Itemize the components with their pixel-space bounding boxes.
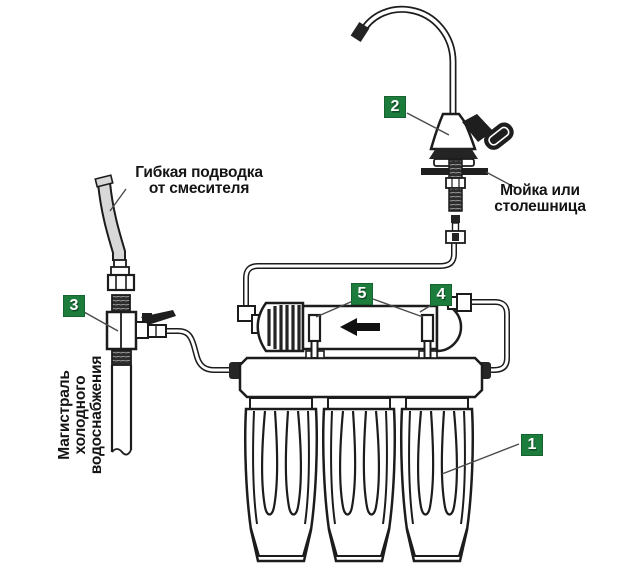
badge-3-tee-adapter: 3 bbox=[63, 295, 85, 317]
tee-top-thread bbox=[111, 294, 131, 313]
drinking-water-faucet bbox=[350, 5, 514, 244]
tubing-manifold-to-postfilter bbox=[468, 299, 510, 373]
filter-manifold bbox=[229, 350, 491, 399]
flexible-hose bbox=[94, 174, 126, 261]
spout-tip bbox=[350, 22, 370, 42]
badge-4-postfilter: 4 bbox=[430, 284, 452, 306]
badge-5-clips: 5 bbox=[351, 283, 373, 305]
badge-1-cartridges: 1 bbox=[521, 434, 543, 456]
pointer-badge2-to-faucet bbox=[406, 112, 450, 136]
pointer-badge5-to-left-clip bbox=[315, 300, 354, 318]
cartridge-1 bbox=[243, 397, 319, 563]
badge-2-faucet: 2 bbox=[384, 96, 406, 118]
label-cold-water-main-line3: водоснабжения bbox=[88, 355, 105, 475]
label-cold-water-main-line2: холодного bbox=[72, 375, 89, 455]
mounting-clip-left bbox=[307, 313, 322, 359]
mounting-clip-right bbox=[420, 313, 435, 359]
pointer-badge1-to-cartridge bbox=[441, 443, 520, 475]
cold-water-tee-assembly bbox=[94, 174, 176, 456]
inline-postfilter bbox=[237, 293, 472, 359]
filter-cartridges bbox=[243, 397, 475, 563]
label-cold-water-main-line1: Магистраль bbox=[56, 370, 73, 460]
faucet-handle bbox=[462, 114, 514, 150]
pointer-lines bbox=[83, 112, 520, 475]
pointer-plate-to-sink-label bbox=[485, 171, 517, 189]
flow-direction-arrow-icon bbox=[340, 318, 380, 336]
pointer-hose-label-to-hose bbox=[109, 188, 127, 212]
label-sink-countertop: Мойка или столешница bbox=[487, 183, 593, 215]
tubing-postfilter-to-faucet bbox=[243, 240, 457, 316]
postfilter-inlet-fitting bbox=[237, 305, 256, 322]
cartridge-2 bbox=[321, 397, 397, 563]
tubing-tee-to-manifold bbox=[166, 328, 236, 373]
valve-handle bbox=[141, 310, 176, 325]
label-sink-line1: Мойка или bbox=[500, 182, 580, 199]
cartridge-3 bbox=[399, 397, 475, 563]
pointer-badge5-to-right-clip bbox=[372, 298, 424, 318]
label-cold-water-main: Магистраль холодного водоснабжения bbox=[56, 349, 105, 481]
cold-water-pipe bbox=[110, 349, 133, 456]
label-sink-line2: столешница bbox=[494, 198, 586, 215]
shank-nut bbox=[445, 177, 466, 189]
faucet-base bbox=[429, 148, 478, 159]
label-flexible-hose: Гибкая подводка от смесителя bbox=[118, 165, 280, 197]
label-flexible-hose-line2: от смесителя bbox=[148, 180, 250, 197]
ball-valve bbox=[135, 310, 176, 339]
compression-nut bbox=[445, 230, 466, 244]
pointer-badge3-to-tee bbox=[83, 311, 119, 332]
label-flexible-hose-line1: Гибкая подводка bbox=[135, 164, 263, 181]
postfilter-outlet-fitting bbox=[456, 293, 472, 312]
hose-nut bbox=[106, 273, 136, 292]
